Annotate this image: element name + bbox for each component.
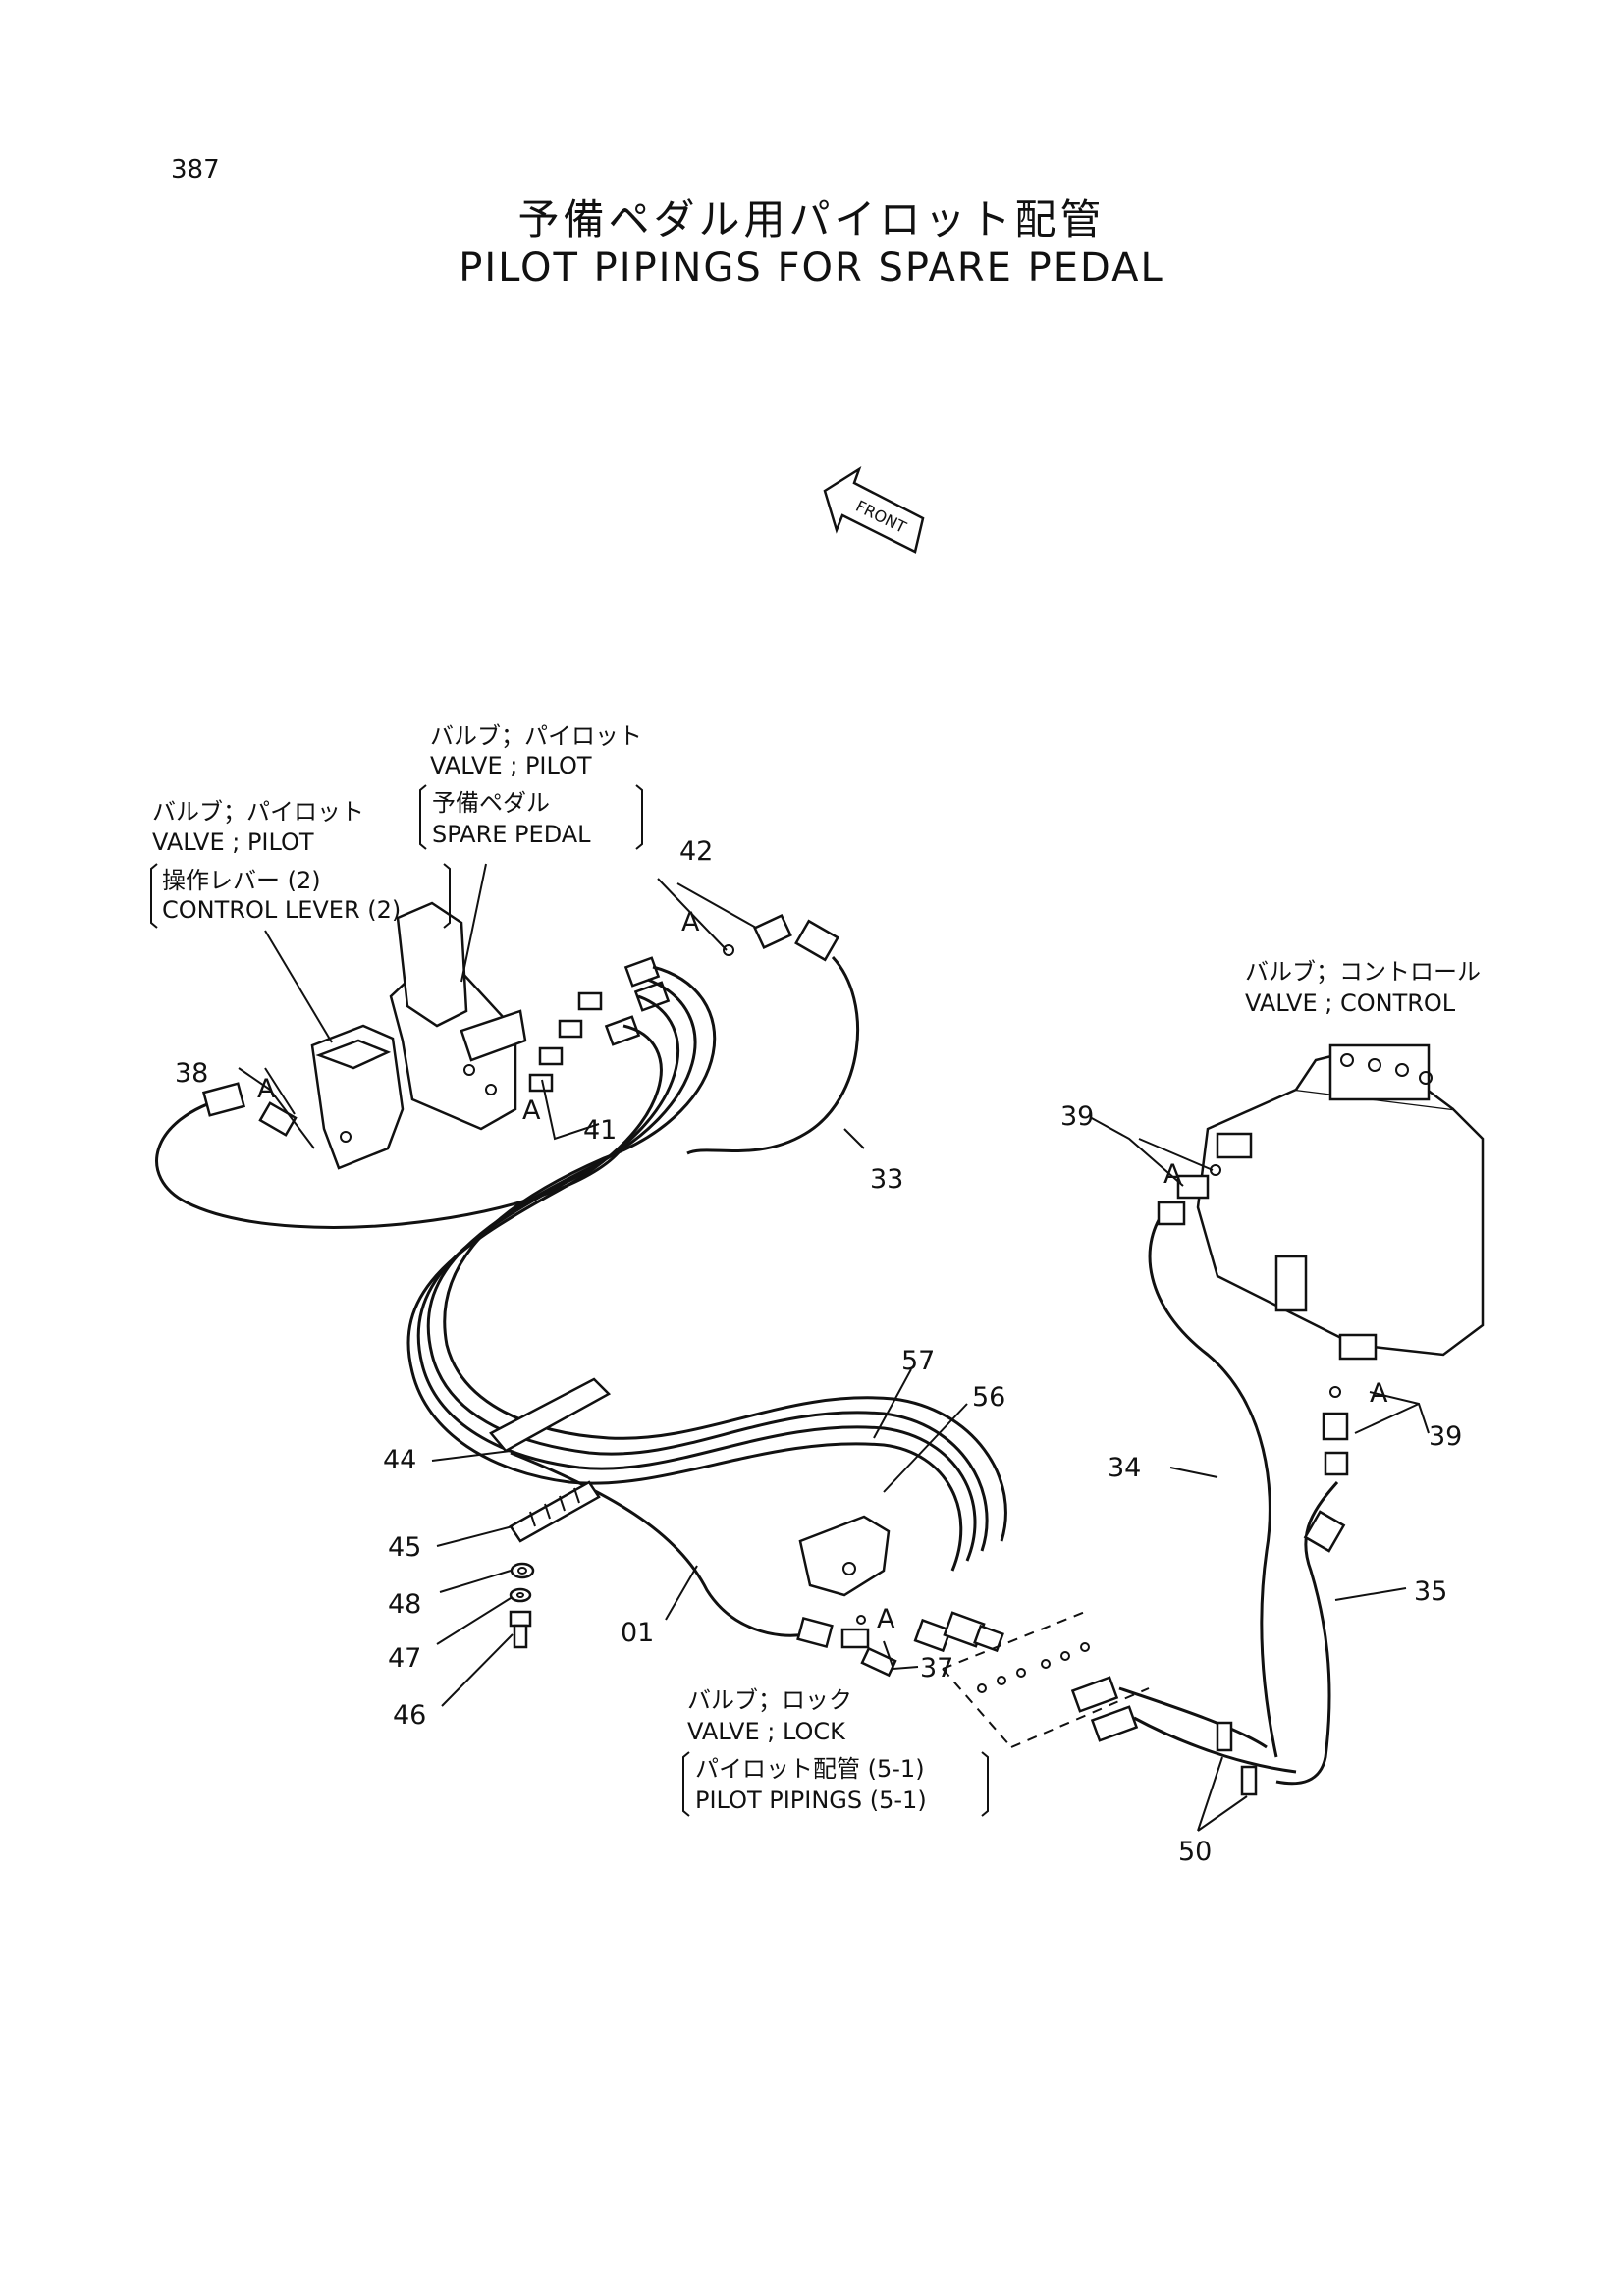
section-mark-a: A [257,1074,276,1104]
part-number-42: 42 [679,836,713,867]
pilot-valve-spare-pedal [389,901,527,1131]
callout-jp: バルブ；コントロール [1245,958,1481,986]
callout-sub-jp: パイロット配管 (5-1) [695,1755,925,1783]
part-number-39: 39 [1060,1101,1094,1132]
part-number-34: 34 [1108,1453,1141,1483]
part-number-47: 47 [388,1643,421,1674]
hose-35 [1275,1481,1346,1786]
pilot-valve-control-lever [310,1024,405,1170]
callout-valve-pilot-spare: バルブ；パイロット VALVE ; PILOT 予備ペダル SPARE PEDA… [419,722,643,850]
section-mark-a: A [877,1604,895,1634]
callout-valve-control: バルブ；コントロール VALVE ; CONTROL [1245,958,1481,1017]
part-number-45: 45 [388,1532,421,1563]
part-number-38: 38 [175,1058,208,1089]
callout-valve-pilot-lever: バルブ；パイロット VALVE ; PILOT 操作レバー (2) CONTRO… [150,798,451,929]
clamp-50 [1216,1721,1258,1796]
section-mark-a: A [1370,1378,1388,1409]
title-japanese: 予備ペダル用パイロット配管 [517,195,1106,243]
quick-couplers [1070,1676,1297,1774]
leader-lines [238,863,1430,1832]
part-number-41: 41 [583,1115,617,1146]
fitting-39-lower [1322,1386,1349,1476]
callout-en: VALVE ; PILOT [152,828,314,856]
clamp-plate-44 [489,1377,612,1543]
callout-jp: バルブ；ロック [687,1686,852,1714]
fittings-cluster [528,956,671,1093]
hose-34 [1148,1201,1278,1758]
callout-sub-en: SPARE PEDAL [432,821,591,848]
callout-sub-en: PILOT PIPINGS (5-1) [695,1787,927,1814]
part-number-48: 48 [388,1589,421,1620]
hose-bundle [155,955,1007,1649]
callout-en: VALVE ; LOCK [687,1718,846,1745]
washer-47 [509,1587,532,1603]
part-number-33: 33 [870,1164,903,1195]
callout-sub-jp: 操作レバー (2) [162,867,321,894]
part-number-01: 01 [621,1618,654,1648]
bolt-46 [509,1610,532,1649]
callout-en: VALVE ; CONTROL [1245,989,1456,1017]
part-number-50: 50 [1178,1837,1212,1867]
callout-en: VALVE ; PILOT [430,752,592,779]
lock-valve-fittings [913,1611,1004,1653]
part-number-39: 39 [1429,1421,1462,1452]
elbow-fitting-42 [723,914,839,962]
part-number-44: 44 [383,1445,416,1475]
callout-sub-en: CONTROL LEVER (2) [162,896,401,924]
part-number-56: 56 [972,1382,1005,1413]
part-number-35: 35 [1414,1576,1447,1607]
washer-48 [510,1562,535,1579]
lock-valve [798,1515,897,1678]
front-arrow-icon: FRONT [823,466,925,554]
fitting-39-upper [1176,1164,1221,1200]
callout-sub-jp: 予備ペダル [432,789,550,817]
page-number: 387 [171,155,220,185]
title-english: PILOT PIPINGS FOR SPARE PEDAL [459,245,1164,291]
mounting-plate [942,1609,1150,1748]
part-number-37: 37 [920,1653,953,1683]
control-valve [1196,1043,1485,1361]
part-number-57: 57 [901,1346,935,1376]
callout-jp: バルブ；パイロット [152,798,364,826]
callout-jp: バルブ；パイロット [430,722,642,750]
section-mark-a: A [681,907,700,937]
callout-valve-lock: バルブ；ロック VALVE ; LOCK パイロット配管 (5-1) PILOT… [682,1686,989,1817]
part-number-46: 46 [393,1700,426,1731]
section-mark-a: A [522,1095,541,1126]
section-mark-a: A [1163,1159,1182,1190]
